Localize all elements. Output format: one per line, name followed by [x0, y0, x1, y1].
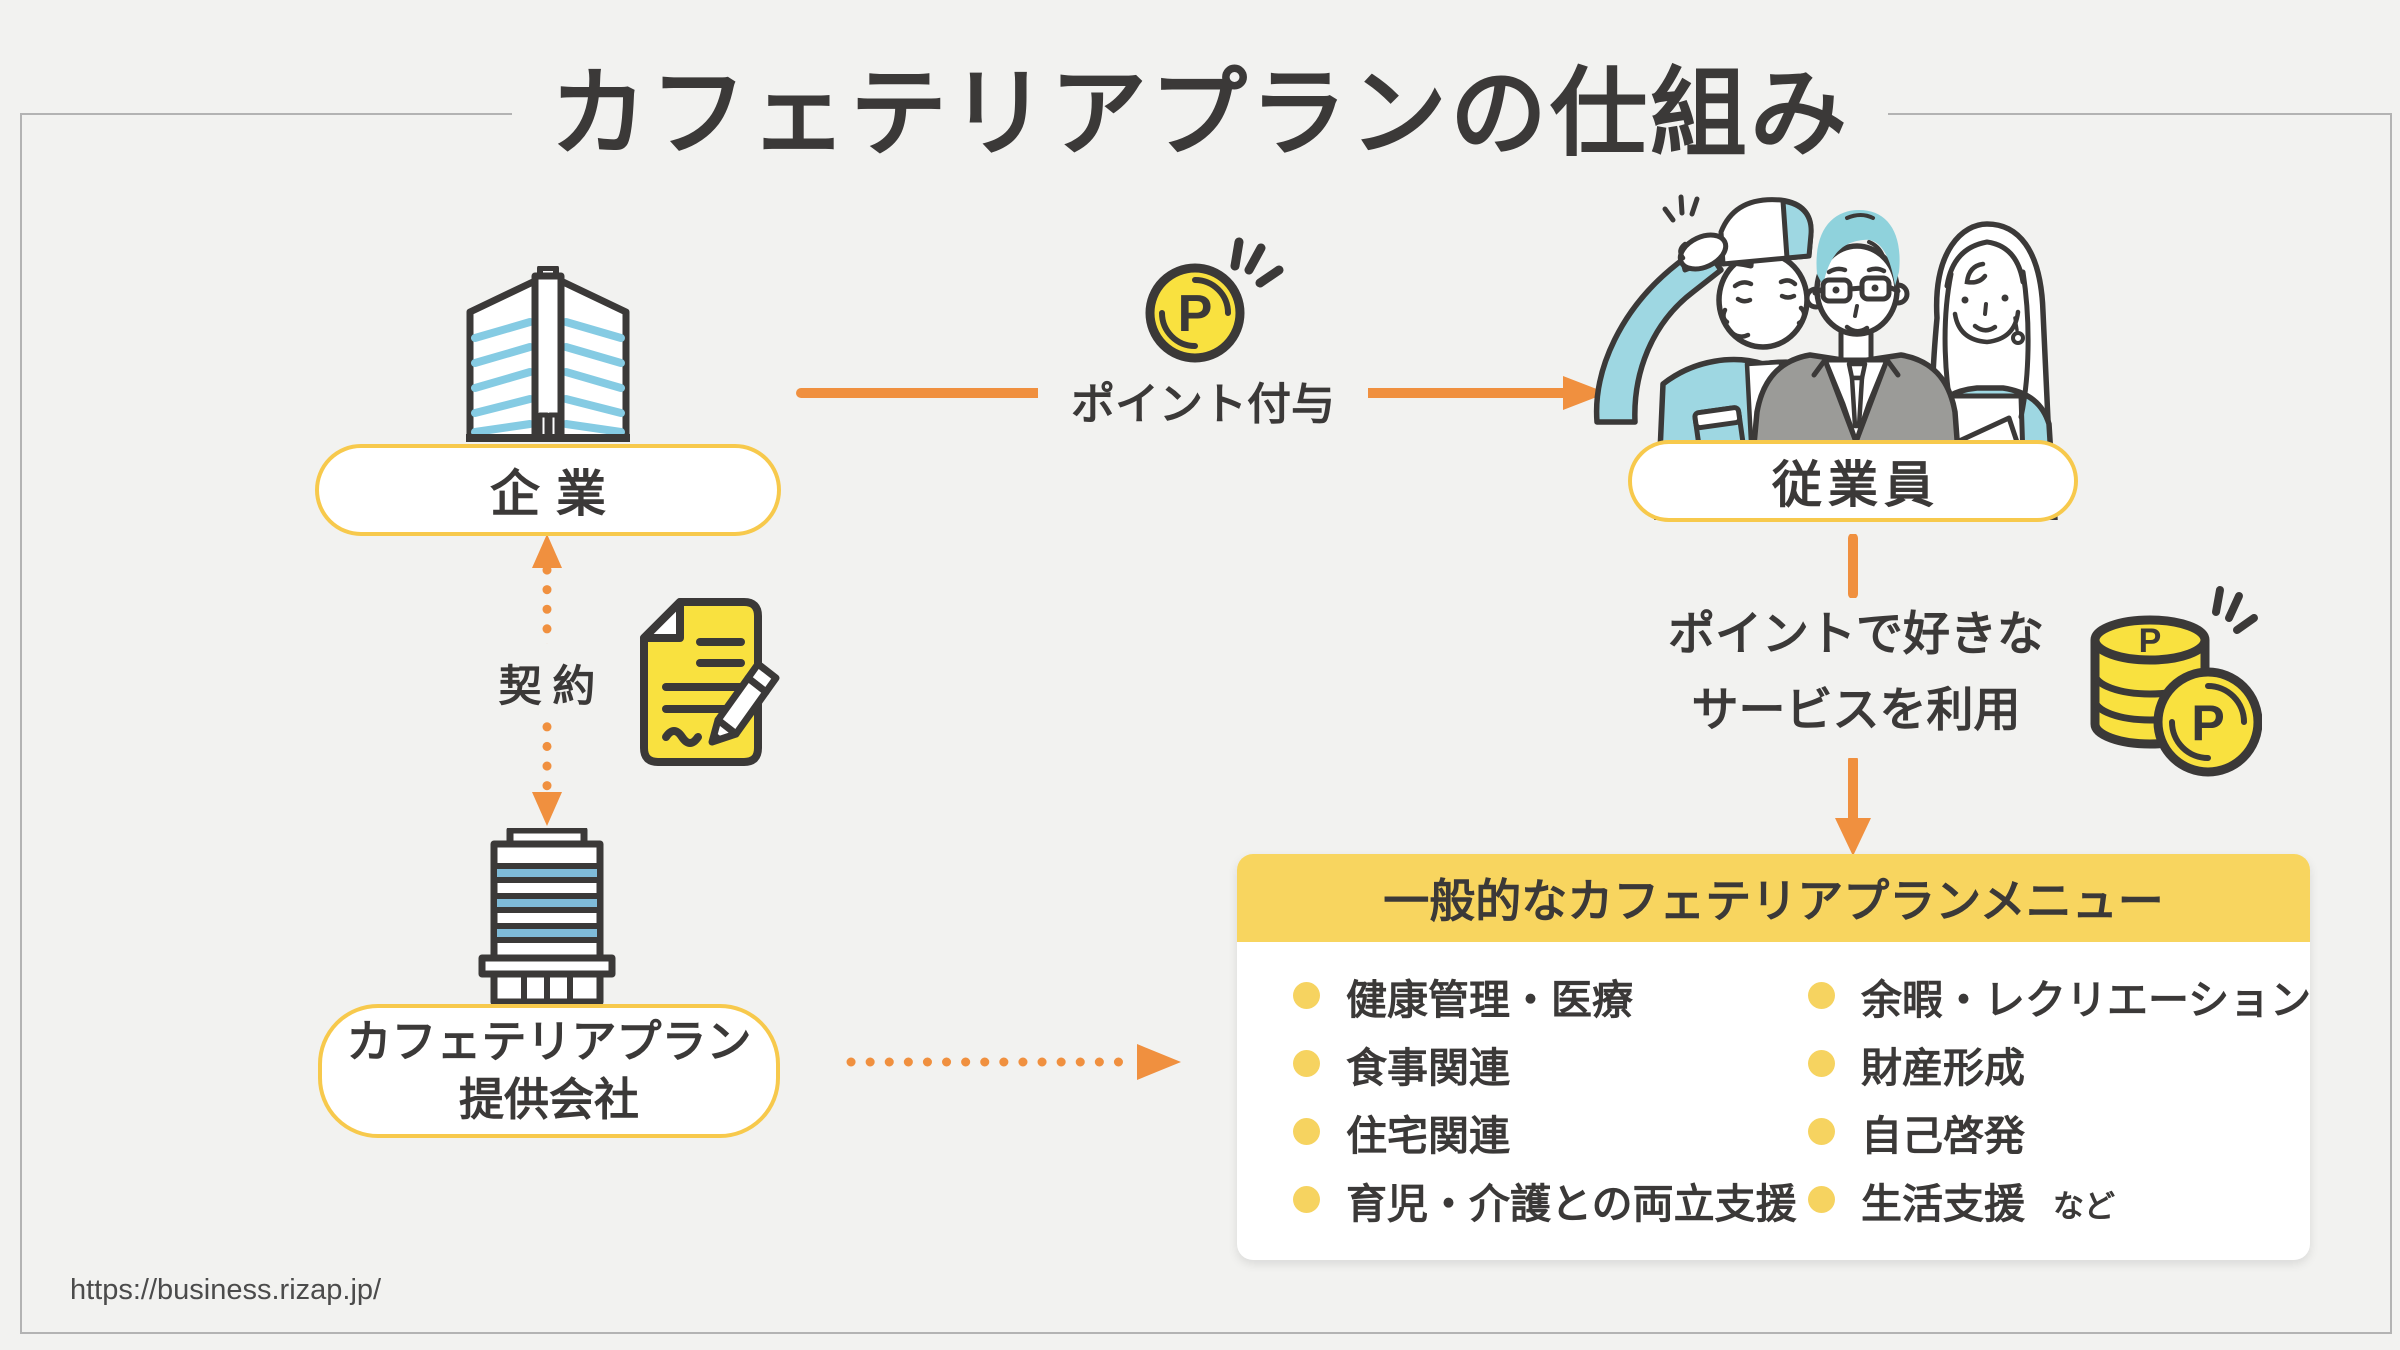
- bullet-icon: [1808, 1118, 1835, 1145]
- source-url: https://business.rizap.jp/: [70, 1274, 382, 1306]
- provider-building-icon: [478, 828, 616, 1006]
- svg-text:P: P: [1178, 285, 1213, 343]
- use-points-label: ポイントで好きな サービスを利用: [1668, 607, 2044, 736]
- svg-text:P: P: [2139, 622, 2162, 660]
- menu-item: 健康管理・医療: [1293, 972, 1797, 1023]
- employees-node: 従業員: [1628, 440, 2078, 522]
- company-label: 企業: [490, 466, 622, 522]
- use-points-arrow-upper: [1848, 534, 1858, 598]
- bullet-icon: [1293, 1186, 1320, 1213]
- etc-label: など: [2053, 1189, 2115, 1224]
- points-grant-label: ポイント付与: [1038, 364, 1368, 436]
- menu-column-1: 健康管理・医療 食事関連 住宅関連 育児・介護との両立支援: [1293, 972, 1797, 1244]
- point-coin-icon: P: [1145, 237, 1284, 363]
- menu-item: 食事関連: [1293, 1040, 1797, 1091]
- company-node: 企業: [315, 444, 781, 536]
- bullet-icon: [1808, 1050, 1835, 1077]
- page-title: カフェテリアプランの仕組み: [512, 34, 1888, 175]
- menu-item: 余暇・レクリエーション: [1808, 972, 2311, 1023]
- coin-stack-icon: P P: [2090, 586, 2262, 777]
- contract-arrow: [532, 534, 562, 826]
- bullet-icon: [1808, 1186, 1835, 1213]
- menu-item: 自己啓発: [1808, 1108, 2311, 1159]
- employees-label: 従業員: [1772, 457, 1940, 513]
- bullet-icon: [1808, 982, 1835, 1009]
- menu-item: 生活支援 など: [1808, 1176, 2311, 1227]
- contract-label: 契約: [462, 644, 632, 722]
- menu-header: 一般的なカフェテリアプランメニュー: [1237, 854, 2310, 942]
- provider-label: カフェテリアプラン 提供会社: [346, 1016, 752, 1125]
- provider-node: カフェテリアプラン 提供会社: [318, 1004, 780, 1138]
- company-building-icon: [466, 266, 630, 442]
- menu-item: 財産形成: [1808, 1040, 2311, 1091]
- menu-column-2: 余暇・レクリエーション 財産形成 自己啓発 生活支援 など: [1808, 972, 2311, 1244]
- menu-item: 住宅関連: [1293, 1108, 1797, 1159]
- bullet-icon: [1293, 1050, 1320, 1077]
- provider-menu-arrow: [846, 1044, 1181, 1080]
- bullet-icon: [1293, 1118, 1320, 1145]
- menu-title: 一般的なカフェテリアプランメニュー: [1383, 875, 2164, 927]
- contract-document-icon: [640, 598, 780, 766]
- menu-item: 育児・介護との両立支援: [1293, 1176, 1797, 1227]
- use-points-arrow-lower: [1835, 758, 1871, 856]
- menu-box: 一般的なカフェテリアプランメニュー 健康管理・医療 食事関連 住宅関連 育児・介…: [1237, 854, 2311, 1260]
- svg-text:P: P: [2191, 695, 2224, 751]
- bullet-icon: [1293, 982, 1320, 1009]
